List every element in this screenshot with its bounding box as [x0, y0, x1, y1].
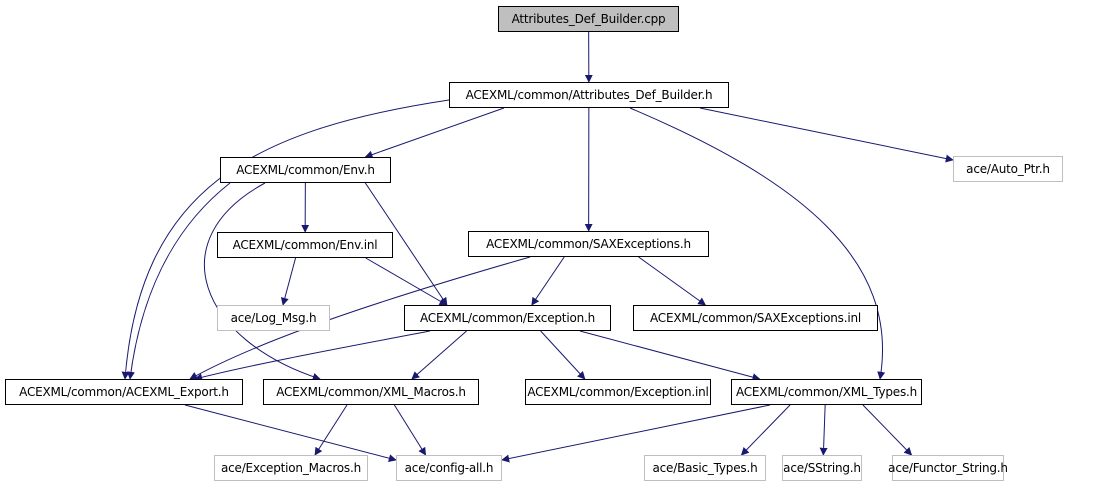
edge-types-to-config	[501, 404, 771, 463]
edge-types-to-sstring	[819, 404, 828, 456]
edge-env-to-export	[126, 182, 231, 380]
edge-types-to-basic	[740, 404, 791, 456]
node-export[interactable]: ACEXML/common/ACEXML_Export.h	[5, 379, 243, 405]
node-logmsg[interactable]: ace/Log_Msg.h	[217, 305, 330, 331]
node-exc[interactable]: ACEXML/common/Exception.h	[404, 305, 611, 331]
node-macros[interactable]: ACEXML/common/XML_Macros.h	[263, 379, 479, 405]
edge-saxexc-to-exc	[531, 256, 565, 306]
edge-exc-to-macros	[411, 330, 467, 380]
edge-env-to-macros	[204, 182, 321, 381]
edge-adb-to-types	[629, 107, 886, 380]
node-envinl[interactable]: ACEXML/common/Env.inl	[217, 232, 393, 258]
node-excmac[interactable]: ace/Exception_Macros.h	[214, 455, 368, 481]
node-env[interactable]: ACEXML/common/Env.h	[220, 157, 391, 183]
edge-types-to-functor	[862, 404, 913, 456]
node-basic[interactable]: ace/Basic_Types.h	[644, 455, 766, 481]
node-saxinl[interactable]: ACEXML/common/SAXExceptions.inl	[633, 305, 878, 331]
node-sstring[interactable]: ace/SString.h	[782, 455, 862, 481]
edge-saxexc-to-export	[189, 256, 531, 380]
edge-adb-to-env	[364, 107, 505, 159]
edge-export-to-config	[184, 404, 397, 463]
edge-exc-to-export	[194, 330, 431, 382]
edge-saxexc-to-saxinl	[638, 256, 707, 306]
edge-macros-to-excmac	[314, 404, 348, 456]
edge-adb-to-autoptr	[699, 107, 954, 163]
edge-env-to-exc	[364, 182, 448, 306]
edge-adb-to-export	[121, 99, 450, 380]
node-excinl[interactable]: ACEXML/common/Exception.inl	[525, 379, 711, 405]
edge-envinl-to-logmsg	[280, 257, 297, 306]
edge-exc-to-excinl	[540, 330, 586, 380]
edge-envinl-to-exc	[365, 257, 448, 306]
node-types[interactable]: ACEXML/common/XML_Types.h	[731, 379, 922, 405]
node-adb[interactable]: ACEXML/common/Attributes_Def_Builder.h	[449, 82, 729, 108]
node-autoptr[interactable]: ace/Auto_Ptr.h	[953, 156, 1063, 182]
node-functor[interactable]: ace/Functor_String.h	[888, 455, 1008, 481]
node-saxexc[interactable]: ACEXML/common/SAXExceptions.h	[468, 231, 709, 257]
edge-macros-to-config	[393, 404, 427, 456]
edge-exc-to-types	[579, 330, 761, 382]
node-cpp[interactable]: Attributes_Def_Builder.cpp	[498, 6, 679, 32]
node-config[interactable]: ace/config-all.h	[396, 455, 502, 481]
